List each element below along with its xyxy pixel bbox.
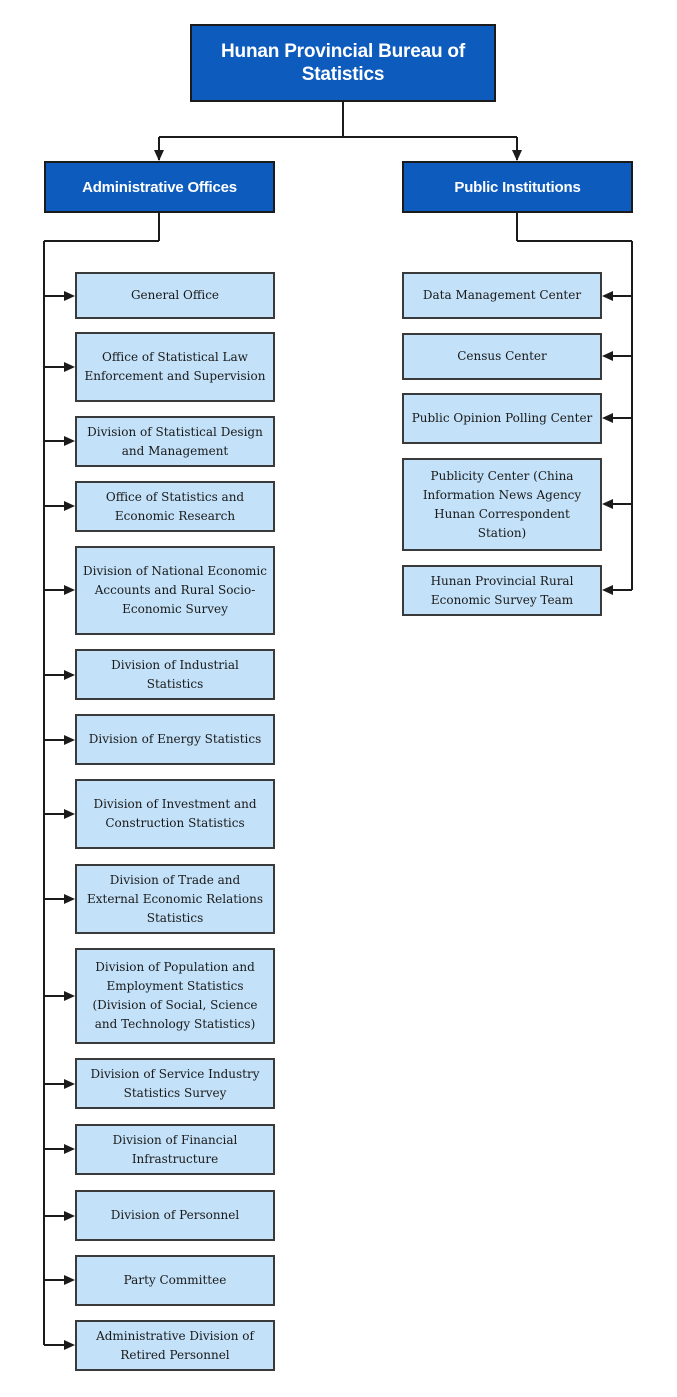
arrowhead [602,499,613,509]
admin-node-party-committee: Party Committee [75,1255,275,1306]
admin-node-national-accounts: Division of National Economic Accounts a… [75,546,275,635]
category-administrative-offices: Administrative Offices [44,161,275,213]
arrowhead [64,1079,75,1089]
root-node: Hunan Provincial Bureau of Statistics [190,24,496,102]
arrowhead [64,1211,75,1221]
public-node-census-center: Census Center [402,333,602,380]
arrowhead [602,291,613,301]
node-label: Division of Industrial Statistics [111,657,239,691]
node-label: Division of Investment and Construction … [93,797,257,830]
node-label: General Office [130,288,220,302]
node-label: Public Opinion Polling Center [411,411,593,425]
admin-node-general-office: General Office [75,272,275,319]
node-label: Division of Personnel [110,1208,240,1222]
category-public-institutions: Public Institutions [402,161,633,213]
admin-node-population-employment: Division of Population and Employment St… [75,948,275,1044]
node-label: Hunan Provincial Rural Economic Survey T… [430,573,574,607]
admin-node-law-enforcement: Office of Statistical Law Enforcement an… [75,332,275,402]
admin-node-trade-relations: Division of Trade and External Economic … [75,864,275,934]
node-label: Data Management Center [422,288,582,302]
arrowhead [64,362,75,372]
root-label: Hunan Provincial Bureau of Statistics [221,41,465,85]
arrowhead [64,991,75,1001]
arrowhead [602,585,613,595]
public-node-rural-survey-team: Hunan Provincial Rural Economic Survey T… [402,565,602,616]
arrowhead [64,1144,75,1154]
arrowhead [64,735,75,745]
node-label: Division of Energy Statistics [88,732,262,746]
arrowhead [64,1340,75,1350]
admin-node-energy-statistics: Division of Energy Statistics [75,714,275,765]
node-label: Publicity Center (China Information News… [422,468,582,540]
arrowhead [64,585,75,595]
arrowhead [602,413,613,423]
node-label: Division of National Economic Accounts a… [83,564,267,616]
node-label: Office of Statistical Law Enforcement an… [84,350,266,383]
arrowhead [64,894,75,904]
node-label: Division of Statistical Design and Manag… [87,424,263,458]
arrowhead [512,150,522,161]
node-label: Census Center [457,349,547,363]
admin-node-personnel: Division of Personnel [75,1190,275,1241]
arrowhead [64,501,75,511]
admin-node-industrial-statistics: Division of Industrial Statistics [75,649,275,700]
node-label: Party Committee [123,1273,227,1287]
public-node-data-management: Data Management Center [402,272,602,319]
public-node-publicity-center: Publicity Center (China Information News… [402,458,602,551]
admin-node-service-industry: Division of Service Industry Statistics … [75,1058,275,1109]
arrowhead [64,670,75,680]
public-node-opinion-polling: Public Opinion Polling Center [402,393,602,444]
arrowhead [64,291,75,301]
node-label: Division of Population and Employment St… [92,960,258,1031]
admin-node-design-management: Division of Statistical Design and Manag… [75,416,275,467]
arrowhead [64,809,75,819]
arrowhead [64,1275,75,1285]
admin-node-financial-infrastructure: Division of Financial Infrastructure [75,1124,275,1175]
node-label: Division of Trade and External Economic … [86,872,264,925]
admin-node-retired-personnel: Administrative Division of Retired Perso… [75,1320,275,1371]
category-label: Public Institutions [454,178,581,196]
node-label: Division of Financial Infrastructure [112,1132,238,1166]
category-label: Administrative Offices [82,178,237,196]
node-label: Division of Service Industry Statistics … [90,1066,260,1100]
node-label: Office of Statistics and Economic Resear… [105,489,245,523]
admin-node-economic-research: Office of Statistics and Economic Resear… [75,481,275,532]
admin-node-investment-construction: Division of Investment and Construction … [75,779,275,849]
arrowhead [64,436,75,446]
arrowhead [602,351,613,361]
node-label: Administrative Division of Retired Perso… [96,1328,254,1362]
arrowhead [154,150,164,161]
